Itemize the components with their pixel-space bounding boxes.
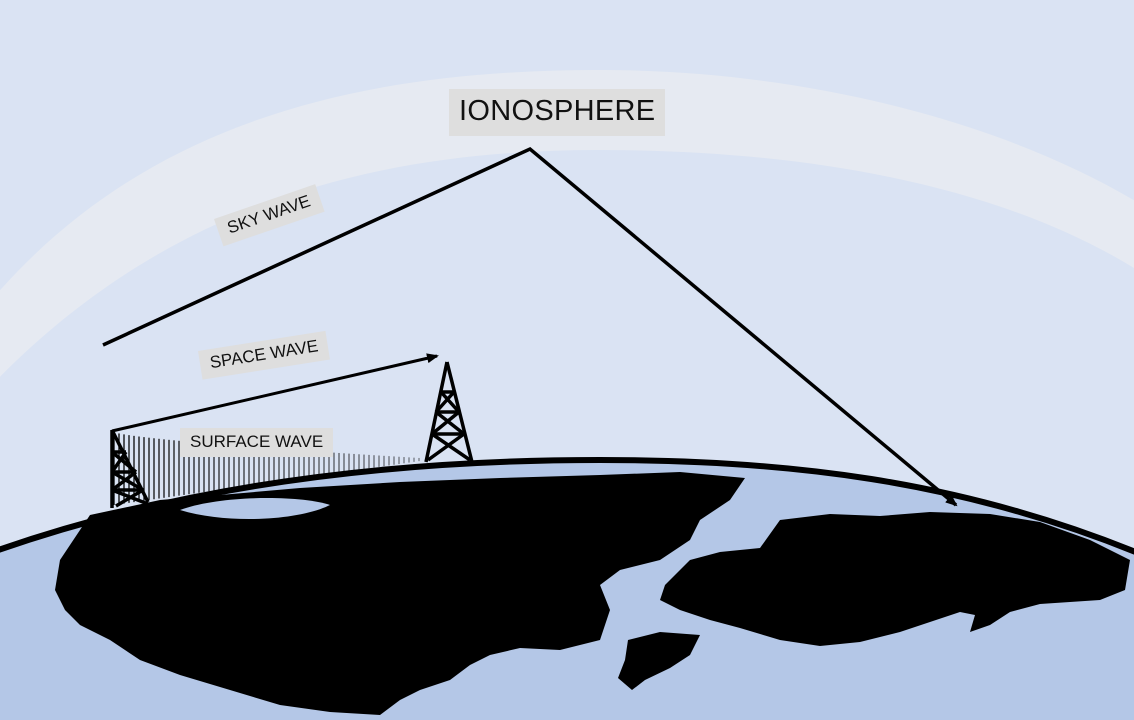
ionosphere-label: IONOSPHERE bbox=[449, 89, 666, 136]
transmitter-tower-icon bbox=[110, 429, 150, 508]
surface-wave-label: SURFACE WAVE bbox=[180, 428, 334, 457]
receiver-tower-icon bbox=[424, 361, 474, 463]
continent-right bbox=[660, 512, 1130, 646]
ionosphere-band bbox=[0, 70, 1134, 377]
sky-wave-path bbox=[102, 146, 958, 507]
inlet-lake bbox=[180, 498, 330, 520]
continent-left bbox=[55, 472, 745, 715]
island-small bbox=[618, 632, 700, 690]
space-wave-path bbox=[111, 353, 439, 433]
bay-right bbox=[970, 596, 1020, 609]
